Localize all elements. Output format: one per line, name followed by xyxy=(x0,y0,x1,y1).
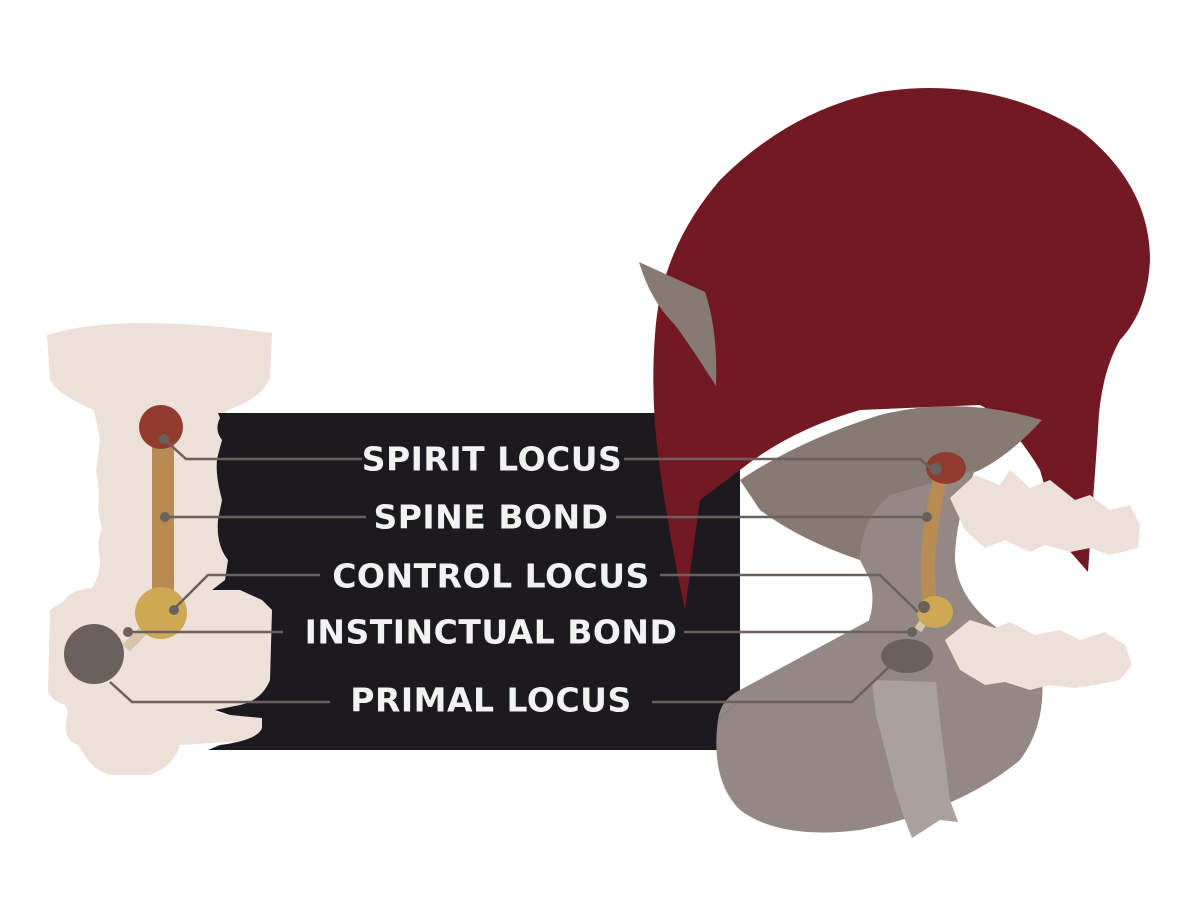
left-primal-locus xyxy=(64,624,124,684)
right-locus-chain xyxy=(881,452,966,673)
label-instinctual-bond: INSTINCTUAL BOND xyxy=(304,612,678,652)
upper-jaw xyxy=(740,406,1042,560)
label-primal-locus: PRIMAL LOCUS xyxy=(350,680,632,720)
leader-control-right xyxy=(660,573,919,613)
upper-vertebra-chain xyxy=(950,470,1140,555)
leader-spirit-right xyxy=(624,457,936,473)
leader-control-left xyxy=(172,573,320,611)
left-control-locus xyxy=(135,587,187,639)
left-spine-bond xyxy=(152,436,174,608)
label-panel xyxy=(208,413,740,750)
jaw-underside xyxy=(718,620,880,720)
label-spirit-locus: SPIRIT LOCUS xyxy=(361,439,623,479)
right-spine-bond xyxy=(920,473,947,612)
leader-primal-left xyxy=(109,681,330,704)
label-spine-bond: SPINE BOND xyxy=(373,497,609,537)
right-primal-locus xyxy=(881,639,933,673)
left-spirit-locus xyxy=(139,405,183,449)
crimson-hood xyxy=(653,87,1150,611)
lower-vertebra-chain xyxy=(945,620,1132,690)
right-spirit-locus xyxy=(926,452,966,484)
leader-primal-right xyxy=(652,665,891,704)
ear-spike xyxy=(639,262,717,386)
right-creature-head xyxy=(639,87,1150,833)
leader-dots xyxy=(123,434,942,637)
label-control-locus: CONTROL LOCUS xyxy=(332,556,650,596)
neck-mass xyxy=(716,470,1043,833)
neck-vertebrae xyxy=(872,680,958,838)
leader-spirit-left xyxy=(164,439,362,461)
leader-lines xyxy=(109,439,936,704)
